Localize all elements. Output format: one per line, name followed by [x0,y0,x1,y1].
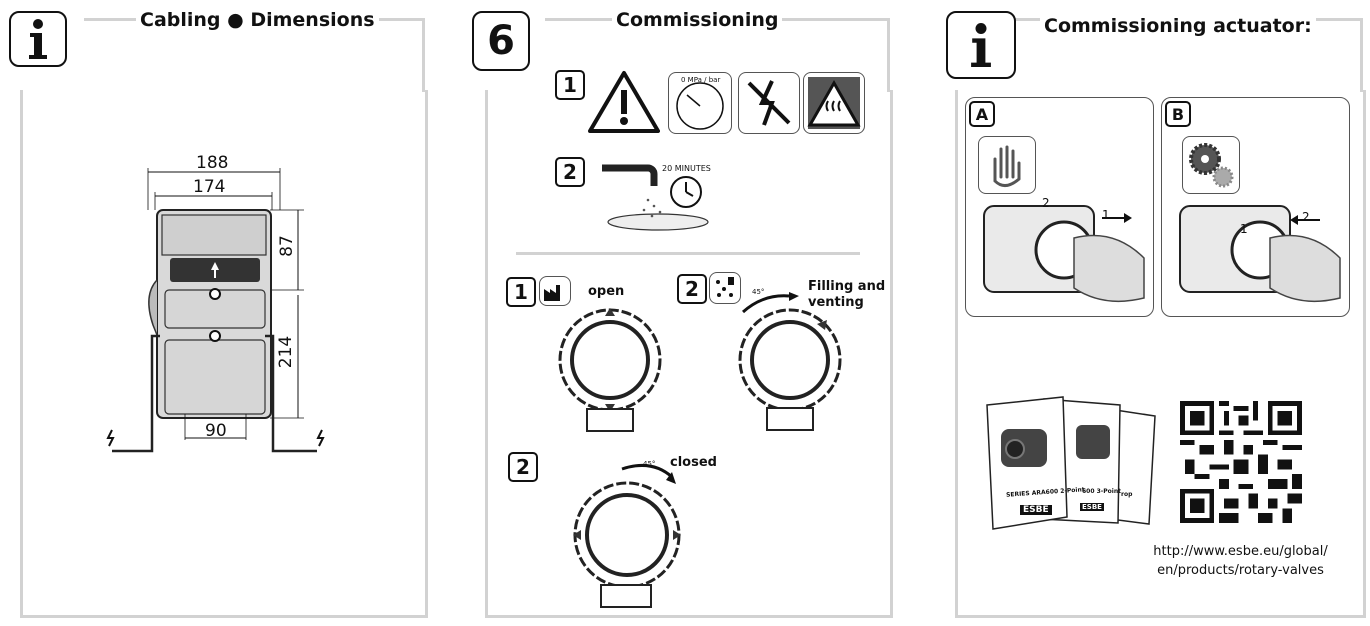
esbe-logo-text: ESBE [1082,503,1102,511]
step-number-badge: 6 [472,11,530,71]
dim-90: 90 [205,421,227,441]
dim-188: 188 [196,153,229,173]
panel-heading: Commissioning actuator: [1040,15,1316,37]
panel-heading: Commissioning [612,9,783,31]
divider [516,252,860,255]
arrow-label: 2 [1302,210,1310,224]
hand-icon [978,136,1036,194]
pressure-gauge-icon: 0 MPa / bar [668,72,732,134]
dial-closed [573,463,681,608]
dial-venting [738,292,842,431]
qr-code-icon[interactable] [1180,401,1302,523]
esbe-logo: ESBE [1020,505,1052,515]
factory-icon [539,276,571,306]
panel-heading: Cabling ● Dimensions [136,9,379,31]
angle-label-closed: 45° [643,460,656,468]
actuator-manual-image [983,205,1145,303]
variant-b-badge: B [1165,101,1191,127]
arrow-label: 1 [1102,208,1110,222]
dimension-drawing [106,168,325,453]
dim-214: 214 [276,335,297,369]
step-1-badge: 1 [555,70,585,100]
info-icon [9,11,67,67]
step-number: 6 [487,18,515,64]
variant-a-badge: A [969,101,995,127]
manual-caption-back: rop [1121,491,1133,498]
panel-side-line [422,18,425,92]
gears-icon [1182,136,1240,194]
variant-a-box: A 2 1 [965,97,1154,317]
dial-open [558,308,662,432]
url-line-2: en/products/rotary-valves [1157,563,1324,578]
angle-label: 45° [752,288,765,296]
warning-icon [588,71,660,133]
dial-step-2-badge: 2 [677,274,707,304]
flush-duration: 20 MINUTES [662,164,711,173]
dial-step-close-badge: 2 [508,452,538,482]
dial-step-1-badge: 1 [506,277,536,307]
panel-side-line [887,18,890,92]
info-icon [946,11,1016,79]
flushing-icon [602,164,709,231]
power-off-icon [738,72,800,134]
panel-frame [955,90,1366,618]
arrow-label: 2 [1042,196,1050,210]
step-2-badge: 2 [555,157,585,187]
esbe-logo-small: ESBE [1080,503,1104,511]
actuator-auto-image [1179,205,1341,303]
manual-caption-mid: 600 3-Point [1082,488,1121,495]
dial-open-label: open [588,284,625,299]
manual-front [986,396,1068,530]
esbe-logo-text: ESBE [1023,505,1049,515]
dial-closed-label: closed [670,455,717,470]
variant-b-box: B 1 2 [1161,97,1350,317]
url-line-1: http://www.esbe.eu/global/ [1153,544,1328,559]
venting-icon [709,272,741,304]
product-url[interactable]: http://www.esbe.eu/global/ en/products/r… [1138,542,1343,580]
dim-87: 87 [276,235,297,257]
hot-surface-icon [803,72,865,134]
pressure-label: 0 MPa / bar [681,76,721,84]
dim-174: 174 [193,177,226,197]
panel-side-line [1360,18,1363,92]
panel-frame [20,90,428,618]
dial-venting-label: Filling and venting [808,279,886,310]
arrow-label: 1 [1240,222,1248,236]
panel-frame [485,90,893,618]
